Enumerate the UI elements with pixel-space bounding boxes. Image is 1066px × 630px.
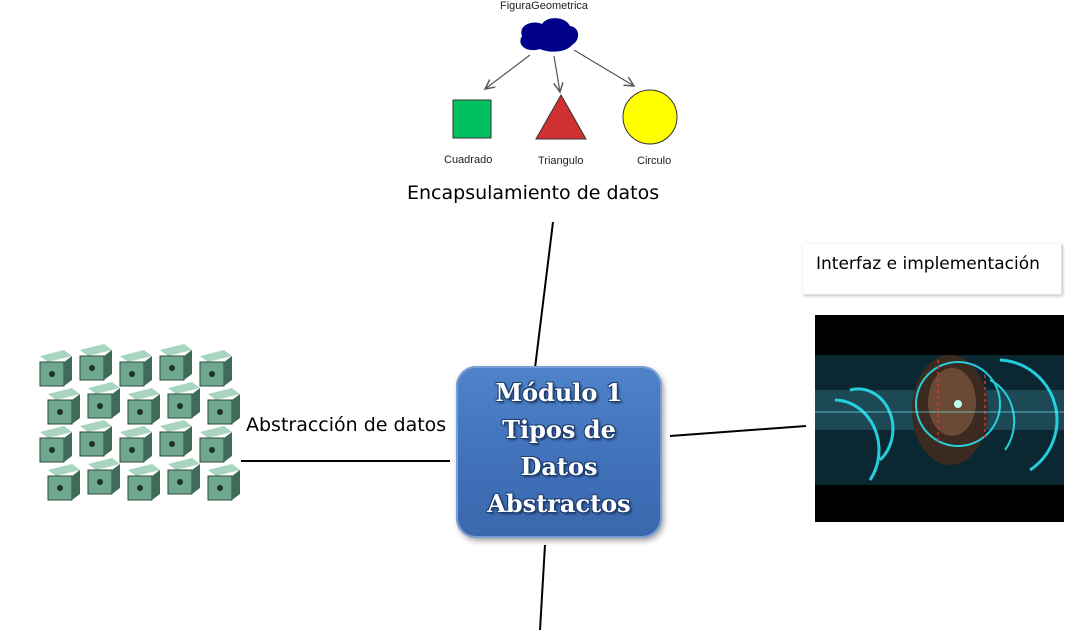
arrow-to-circle: [573, 49, 634, 86]
square-shape: [452, 99, 492, 139]
hud-image: [815, 315, 1064, 522]
triangle-label: Triangulo: [538, 155, 584, 167]
root-blob-shape: [520, 18, 579, 52]
connector-bottom: [539, 544, 546, 630]
cube-cluster-image: [39, 344, 240, 501]
connector-right: [669, 425, 807, 437]
connector-top: [534, 221, 554, 369]
interface-label-box: [803, 244, 1062, 295]
central-node: Módulo 1 Tipos de Datos Abstractos: [456, 366, 662, 538]
circle-label: Circulo: [637, 155, 672, 167]
circle-shape: [622, 89, 678, 145]
arrow-to-square: [485, 54, 531, 89]
central-node-title: Módulo 1 Tipos de Datos Abstractos: [487, 378, 631, 518]
arrow-to-triangle: [554, 55, 560, 92]
branch-label-top: Encapsulamiento de datos: [407, 182, 660, 204]
branch-label-left: Abstracción de datos: [246, 414, 447, 436]
branch-label-right: Interfaz e implementación: [816, 254, 1040, 274]
root-label: FiguraGeometrica: [500, 0, 589, 12]
square-label: Cuadrado: [444, 154, 493, 166]
triangle-shape: [535, 93, 587, 140]
